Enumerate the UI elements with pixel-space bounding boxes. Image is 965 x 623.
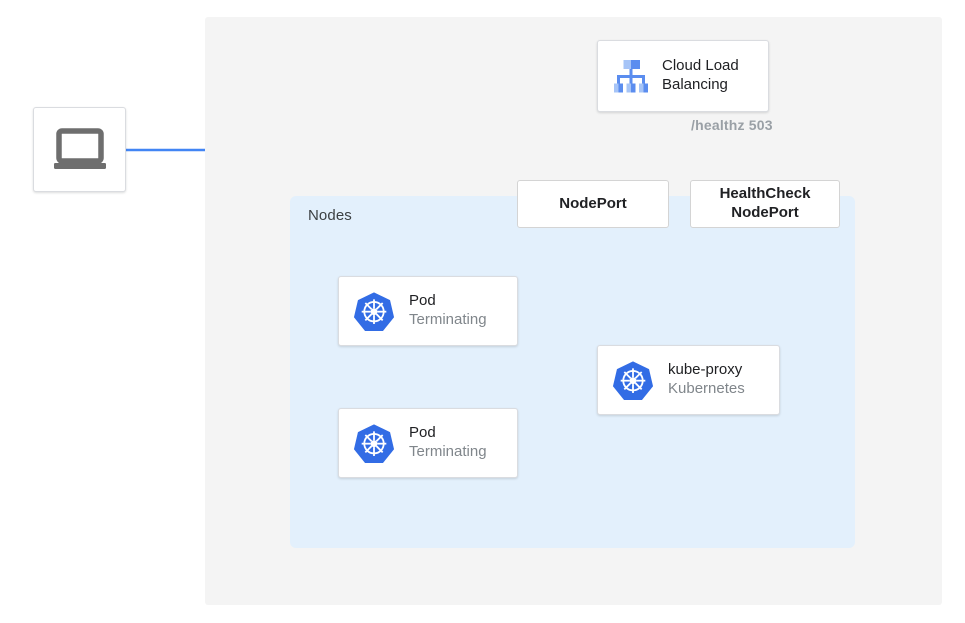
client-laptop-box[interactable] (33, 107, 126, 192)
kube-proxy-box[interactable]: kube-proxy Kubernetes (597, 345, 780, 415)
cloud-load-balancing-icon (610, 55, 652, 97)
nodeport-box[interactable]: NodePort (517, 180, 669, 228)
kubernetes-icon (353, 422, 395, 464)
nodeport-label: NodePort (559, 194, 627, 212)
healthcheck-nodeport-label: HealthCheck NodePort (720, 185, 811, 223)
kubernetes-icon (612, 359, 654, 401)
nodes-region-label: Nodes (308, 207, 352, 224)
pod-title: Pod (409, 424, 436, 442)
healthz-edge-label: /healthz 503 (691, 117, 773, 133)
kubernetes-icon (353, 290, 395, 332)
laptop-icon (52, 127, 108, 173)
healthcheck-nodeport-box[interactable]: HealthCheck NodePort (690, 180, 840, 228)
cloud-load-balancing-title-line-2: Balancing (662, 76, 728, 93)
pod-status: Terminating (409, 443, 487, 460)
kube-proxy-title: kube-proxy (668, 361, 743, 379)
healthcheck-nodeport-label-line-2: NodePort (731, 204, 799, 221)
pod-title: Pod (409, 292, 436, 310)
cloud-load-balancing-title-line-1: Cloud Load (662, 57, 739, 75)
pod-box[interactable]: Pod Terminating (338, 408, 518, 478)
pod-box[interactable]: Pod Terminating (338, 276, 518, 346)
kube-proxy-subtitle: Kubernetes (668, 380, 745, 397)
cloud-load-balancing-box[interactable]: Cloud Load Balancing (597, 40, 769, 112)
pod-status: Terminating (409, 311, 487, 328)
healthcheck-nodeport-label-line-1: HealthCheck (719, 185, 811, 203)
